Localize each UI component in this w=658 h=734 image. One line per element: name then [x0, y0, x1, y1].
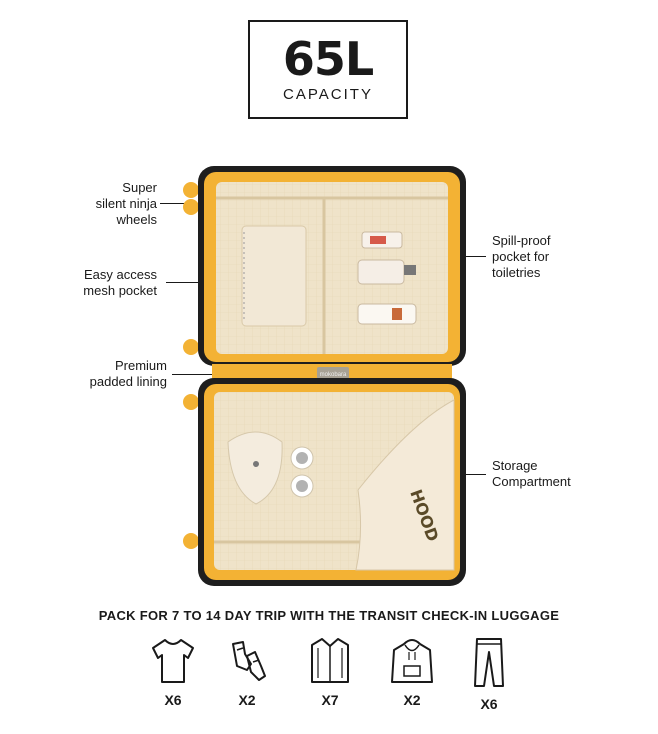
brand-tag-label: mokobara: [320, 372, 347, 378]
callout-wheels: Super silent ninja wheels: [95, 180, 157, 227]
callout-mesh: Easy access mesh pocket: [83, 267, 157, 298]
pack-item-shirt-qty: X7: [321, 692, 339, 708]
hoodie-icon: [391, 639, 433, 683]
callout-wheels-line: [160, 203, 194, 204]
toiletries-image: [357, 231, 417, 325]
tshirt-icon: [152, 639, 194, 683]
shirt-icon: [311, 638, 349, 683]
wheel-icon: [183, 182, 199, 549]
capacity-value: 65L: [282, 32, 374, 86]
brand-tag: [317, 367, 349, 379]
pack-item-hoodie-qty: X2: [403, 692, 421, 708]
pack-title: PACK FOR 7 TO 14 DAY TRIP WITH THE TRANS…: [98, 608, 560, 623]
pack-item-trousers-qty: X6: [480, 696, 498, 712]
pack-item-tshirt-qty: X6: [164, 692, 182, 708]
callout-lining: Premium padded lining: [89, 358, 167, 389]
sunglasses-image: [290, 446, 314, 498]
pack-item-tshirt: X6: [138, 636, 208, 708]
shoes-icon: [232, 641, 266, 681]
pack-item-shirt: X7: [295, 636, 365, 708]
hoodie-image: [355, 399, 455, 571]
capacity-badge: 65L CAPACITY: [248, 20, 408, 119]
callout-storage: Storage Compartment: [492, 458, 571, 489]
pack-item-shoes: X2: [212, 636, 282, 708]
capacity-label: CAPACITY: [283, 86, 373, 103]
callout-spill: Spill-proof pocket for toiletries: [492, 233, 551, 280]
eye-mask-image: [227, 431, 283, 505]
notebook-image: [241, 225, 307, 327]
pack-item-trousers: X6: [454, 636, 524, 712]
open-suitcase-illustration: mokobara HOOD: [183, 166, 466, 586]
pack-item-shoes-qty: X2: [238, 692, 256, 708]
pack-item-hoodie: X2: [377, 636, 447, 708]
trousers-icon: [474, 638, 504, 687]
